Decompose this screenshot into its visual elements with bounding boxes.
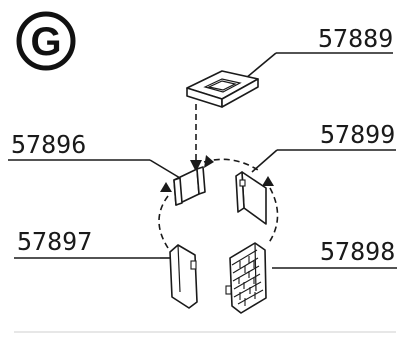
section-badge: G (16, 11, 76, 71)
part-57896: 57896 (8, 130, 206, 206)
arrow-up-icon-right (262, 176, 274, 186)
part-57899: 57899 (235, 120, 396, 225)
part-number-57889: 57889 (318, 24, 393, 53)
leader-line-57896 (149, 159, 181, 179)
leader-line-57889 (245, 52, 277, 79)
part-number-57896: 57896 (11, 130, 86, 159)
part-57898: 57898 (225, 237, 397, 314)
brick-panel-drawing (225, 242, 267, 314)
section-badge-letter: G (30, 20, 61, 64)
left-upper-panel-drawing (173, 166, 206, 206)
right-upper-panel-drawing (235, 171, 267, 225)
part-number-57898: 57898 (320, 237, 395, 266)
rotation-path (158, 155, 279, 249)
arrow-left-icon (204, 155, 214, 168)
part-57889: 57889 (186, 24, 393, 172)
left-lower-panel-drawing (169, 244, 198, 309)
arrow-up-icon (160, 182, 172, 192)
part-number-57899: 57899 (320, 120, 395, 149)
arrow-down-icon (190, 160, 202, 172)
top-cap-drawing (186, 70, 259, 108)
part-number-57897: 57897 (17, 227, 92, 256)
part-57897: 57897 (14, 227, 198, 309)
